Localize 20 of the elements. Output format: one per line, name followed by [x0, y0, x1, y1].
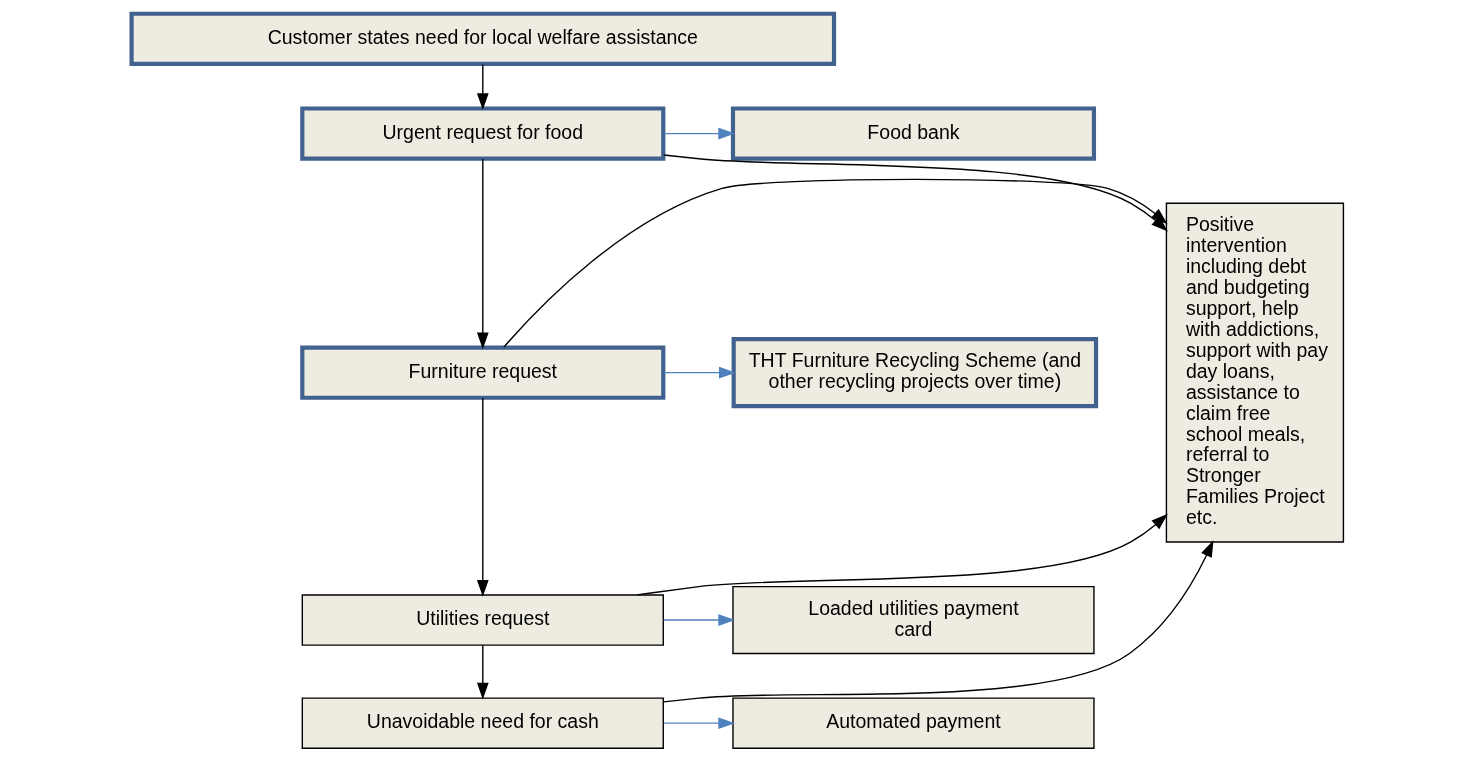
arrow	[662, 127, 735, 140]
arrow	[476, 63, 489, 110]
node-box: THT Furniture Recycling Scheme (and other recycling projects over time)	[731, 337, 1098, 409]
node-box: Positive intervention including debt and budgeting support, help with addictions, support with pay day loans, assistance to claim free school meals, referral to Stronger Families Project etc.	[1165, 202, 1344, 543]
node-box: Utilities request	[301, 594, 664, 646]
arrow	[476, 397, 489, 597]
node-box: Urgent request for food	[299, 106, 665, 161]
arrow	[662, 614, 735, 626]
node-box: Loaded utilities payment card	[731, 585, 1095, 655]
arrow	[476, 158, 489, 350]
node-box: Unavoidable need for cash	[301, 697, 664, 749]
node-box: Furniture request	[299, 345, 665, 400]
node-box: Food bank	[730, 106, 1096, 161]
arrow	[662, 540, 1213, 703]
node-box: Customer states need for local welfare assistance	[129, 11, 836, 66]
arrow	[662, 366, 736, 379]
arrow	[662, 717, 735, 729]
node-box: Automated payment	[731, 697, 1095, 749]
arrow	[636, 513, 1168, 596]
arrow	[476, 644, 489, 700]
